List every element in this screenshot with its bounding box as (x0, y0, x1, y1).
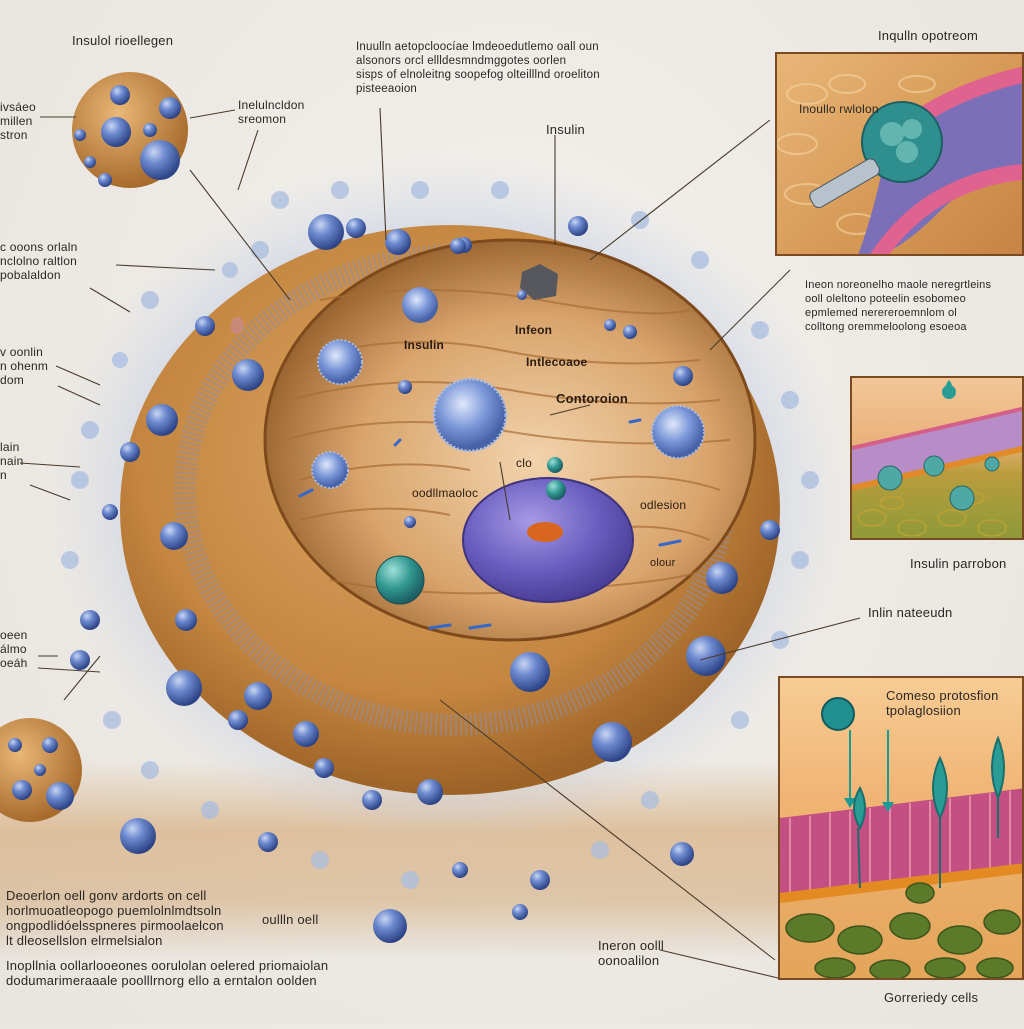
panel-3-caption: Gorreriedy cells (884, 990, 979, 1005)
left-label-group-2: v oonlin n ohenm dom (0, 345, 49, 387)
secretion-illustration (780, 697, 1022, 978)
inner-label-infeon: Infeon (515, 323, 553, 337)
panel-1-inner-label: Inoullo rwlolon (799, 102, 879, 116)
inset-panel-insulin-binding (850, 376, 1024, 540)
inner-label-oodllmaoloc: oodllmaoloc (412, 486, 479, 500)
right-mid-label: Inlin nateeudn (868, 605, 953, 620)
inner-label-insulin: Insulin (404, 338, 445, 352)
bottom-left-paragraph-2: Inopllnia oollarlooeones oorulolan oeler… (6, 958, 329, 988)
inner-label-odlesion: odlesion (640, 498, 687, 512)
bottom-left-paragraph-1: Deoerlon oell gonv ardorts on cell horlm… (6, 888, 224, 948)
left-label-group-1: c ooons orlaln nclolno raltlon pobalaldo… (0, 240, 78, 282)
binding-illustration (852, 380, 1022, 537)
bottom-center-label: Ineron oolll oonoalilon (598, 938, 664, 968)
inner-label-intlecoaoe: Intlecoaoe (526, 355, 588, 369)
inset-panel-granule-secretion: Comeso protosfion tpolaglosiion (778, 676, 1024, 980)
inner-label-contoroion: Contoroion (556, 391, 629, 406)
inner-label-olour: olour (650, 557, 676, 569)
receptor-illustration (777, 66, 1022, 254)
left-label-group-4: oeen álmo oeáh (0, 628, 28, 670)
left-label-group-3: lain nain n (0, 440, 24, 482)
small-cell-left-label: ivsáeo millen stron (0, 100, 36, 142)
top-left-title: Insulol rioellegen (72, 33, 174, 48)
top-center-paragraph: Inuulln aetopcloocíae lmdeoedutlemo oall… (356, 41, 600, 95)
small-cell-right-label: Inelulncldon sreomon (238, 98, 305, 126)
inner-label-clo: clo (516, 456, 532, 470)
right-paragraph: Ineon noreonelho maole neregrtleins ooll… (805, 279, 992, 333)
bottom-oullin-cell-label: oullln oell (262, 912, 319, 927)
panel-1-caption: Inqulln opotreom (878, 28, 979, 43)
inset-panel-insulin-receptor: Inoullo rwlolon (775, 52, 1024, 256)
panel-2-caption: Insulin parrobon (910, 556, 1007, 571)
panel-3-title: Comeso protosfion tpolaglosiion (886, 688, 999, 718)
insulin-top-label: Insulin (546, 122, 585, 137)
